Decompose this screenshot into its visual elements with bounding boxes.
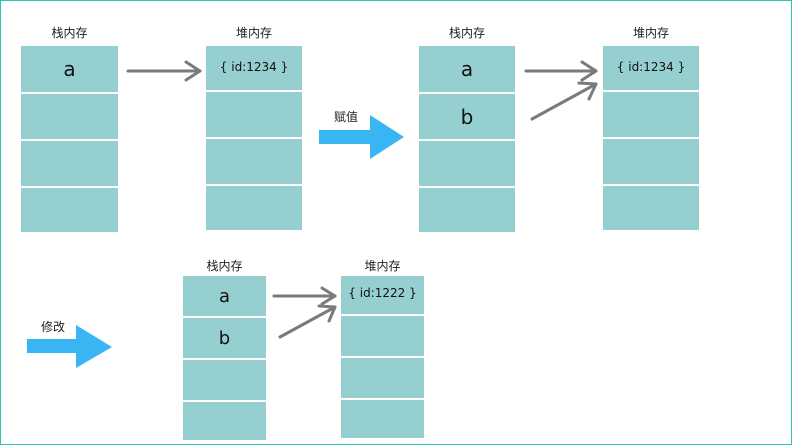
var-b-label: b xyxy=(218,327,231,349)
var-b-label: b xyxy=(460,104,474,129)
stack-cell-empty xyxy=(21,141,118,188)
object-label: { id:1222 } xyxy=(348,286,417,300)
var-a-label: a xyxy=(218,285,231,307)
heap-cell-empty xyxy=(341,316,424,358)
stack-memory-3: a b xyxy=(183,276,266,440)
var-a-label: a xyxy=(63,57,76,81)
stack-cell-a: a xyxy=(419,46,515,94)
reference-arrow-b-3 xyxy=(278,304,337,339)
heap-cell-empty xyxy=(206,139,302,186)
stack-memory-1: a xyxy=(21,46,118,232)
reference-arrow-b-2 xyxy=(530,81,598,121)
heap-cell-empty xyxy=(341,400,424,438)
stack-cell-a: a xyxy=(183,276,266,318)
heap-cell-empty xyxy=(341,358,424,400)
object-label: { id:1234 } xyxy=(219,60,289,74)
stack-cell-empty xyxy=(21,188,118,232)
stack-cell-empty xyxy=(183,360,266,402)
reference-arrow-a-3 xyxy=(272,286,337,306)
heap-cell-empty xyxy=(206,92,302,139)
modify-arrow xyxy=(27,325,112,368)
stack-title-2: 栈内存 xyxy=(448,26,485,40)
heap-cell-empty xyxy=(603,92,699,139)
object-label: { id:1234 } xyxy=(616,60,686,74)
stack-title-3: 栈内存 xyxy=(206,259,243,273)
stack-cell-a: a xyxy=(21,46,118,94)
stack-cell-b: b xyxy=(183,318,266,360)
stack-cell-b: b xyxy=(419,94,515,141)
heap-cell-object: { id:1222 } xyxy=(341,276,424,316)
modify-label: 修改 xyxy=(41,320,66,334)
stack-memory-2: a b xyxy=(419,46,515,232)
heap-title-2: 堆内存 xyxy=(632,26,669,40)
reference-arrow-a-2 xyxy=(524,60,598,82)
heap-title-3: 堆内存 xyxy=(364,259,401,273)
heap-memory-3: { id:1222 } xyxy=(341,276,424,438)
heap-cell-object: { id:1234 } xyxy=(603,46,699,92)
stack-cell-empty xyxy=(419,188,515,232)
heap-cell-empty xyxy=(603,139,699,186)
assign-label: 赋值 xyxy=(334,110,359,124)
stack-title-1: 栈内存 xyxy=(51,26,88,40)
stack-cell-empty xyxy=(419,141,515,188)
var-a-label: a xyxy=(460,57,474,81)
heap-cell-object: { id:1234 } xyxy=(206,46,302,92)
heap-cell-empty xyxy=(206,186,302,230)
heap-memory-2: { id:1234 } xyxy=(603,46,699,230)
heap-memory-1: { id:1234 } xyxy=(206,46,302,230)
assign-arrow xyxy=(319,115,404,159)
stack-cell-empty xyxy=(21,94,118,141)
heap-title-1: 堆内存 xyxy=(235,26,272,40)
reference-arrow-a-1 xyxy=(126,60,202,82)
stack-cell-empty xyxy=(183,402,266,440)
heap-cell-empty xyxy=(603,186,699,230)
